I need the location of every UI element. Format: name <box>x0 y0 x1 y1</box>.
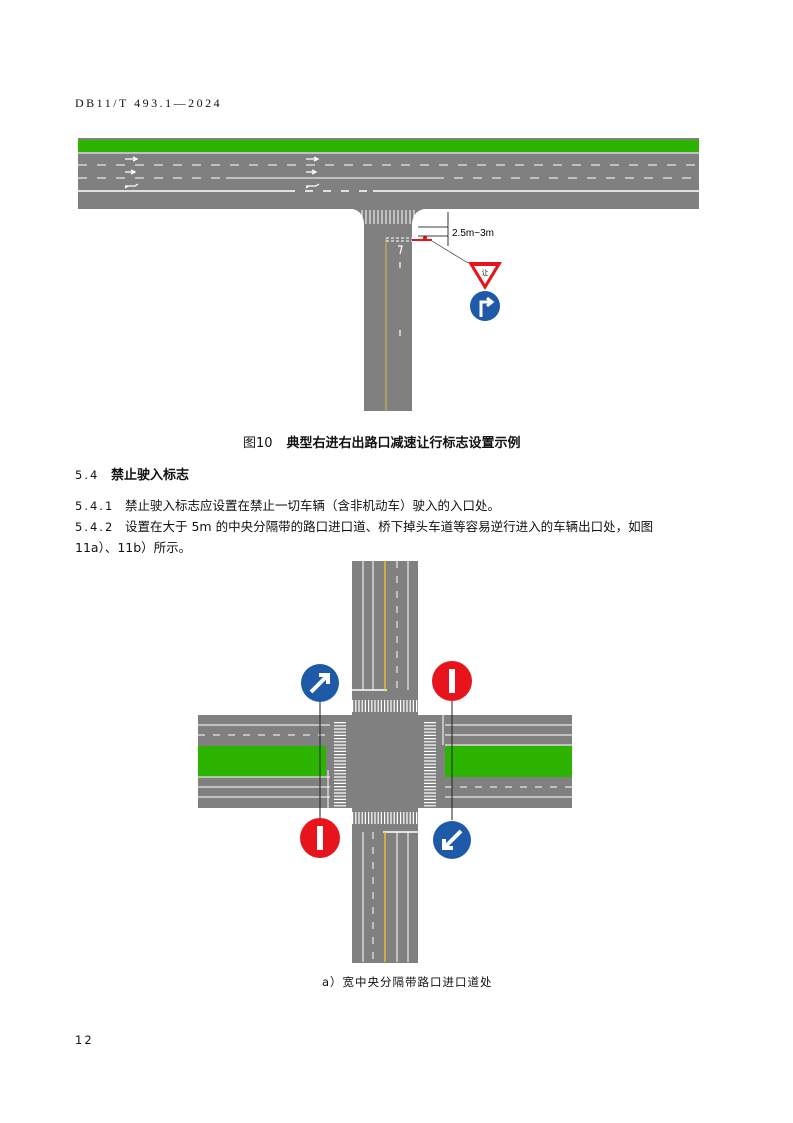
crosswalks <box>334 700 436 824</box>
side-road <box>345 208 432 411</box>
no-entry-sign-ne <box>432 661 472 701</box>
clause-5-4-2-continuation: 11a）、11b）所示。 <box>75 540 192 555</box>
keep-left-sign-se <box>433 821 471 859</box>
figure-title: 典型右进右出路口减速让行标志设置示例 <box>286 436 521 451</box>
crosswalk <box>361 210 415 224</box>
green-belt <box>78 140 699 152</box>
figure-11a-intersection-diagram <box>198 561 572 963</box>
document-id-header: DB11/T 493.1—2024 <box>75 96 223 110</box>
svg-text:让: 让 <box>482 268 489 277</box>
page-number: 12 <box>75 1033 94 1047</box>
central-median-west <box>198 746 326 777</box>
figure-number: 图10 <box>243 436 273 451</box>
figure-11a-caption: a）宽中央分隔带路口进口道处 <box>322 975 493 989</box>
keep-right-sign-nw <box>301 664 339 702</box>
yield-sign: 让 <box>468 262 502 290</box>
no-entry-sign-sw <box>300 818 340 858</box>
turn-right-sign <box>470 291 500 321</box>
figure-10-t-intersection-diagram: 2.5m~3m 让 <box>78 138 699 411</box>
dimension-label: 2.5m~3m <box>452 228 494 239</box>
central-median-east <box>445 746 572 777</box>
lane-arrows <box>124 156 320 189</box>
dimension-marker <box>418 212 449 246</box>
figure-10-caption: 图10 典型右进右出路口减速让行标志设置示例 <box>243 432 521 451</box>
